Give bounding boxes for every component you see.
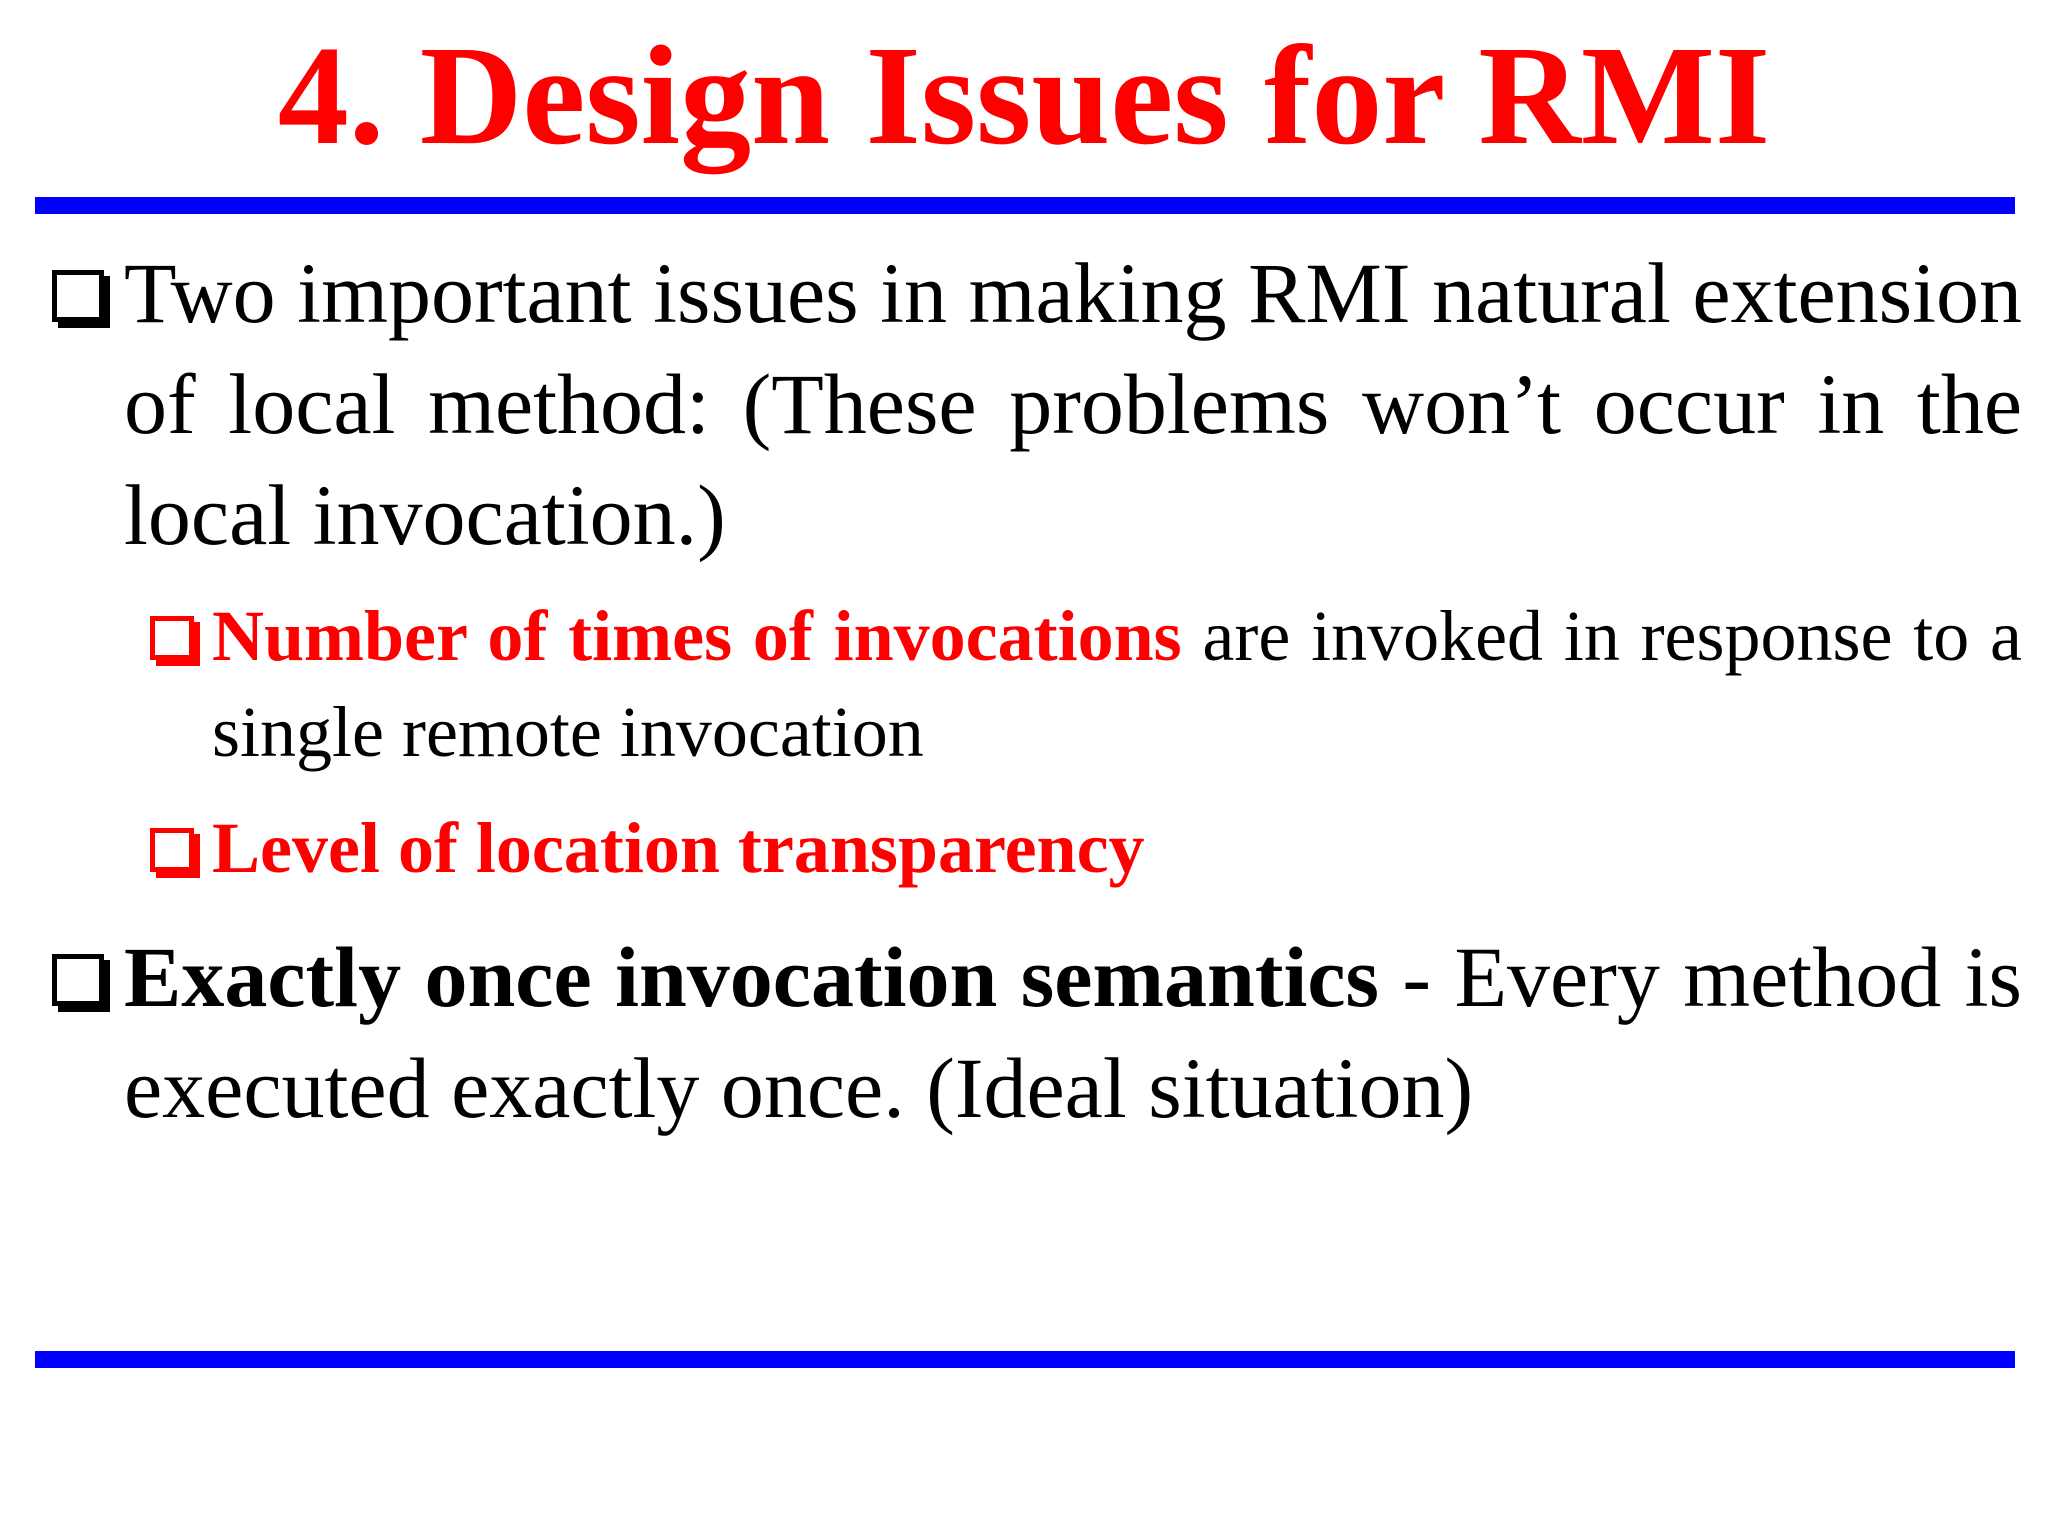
bullet-text: are invoked in response to a single remo… — [212, 596, 2023, 772]
hollow-square-bullet-icon — [150, 616, 200, 666]
bullet-exactly-once-semantics: Exactly once invocation semantics - Ever… — [52, 922, 2022, 1144]
bullet-highlight: Number of times of invocations — [212, 596, 1182, 676]
hollow-square-bullet-icon — [52, 954, 110, 1012]
sub-bullet-number-of-invocations: Number of times of invocations are invok… — [150, 588, 2022, 780]
bullet-two-important-issues: Two important issues in making RMI natur… — [52, 238, 2022, 571]
bottom-divider-rule — [35, 1351, 2015, 1368]
bullet-text: - Every method is executed exactly once.… — [124, 929, 2022, 1136]
bullet-text: Two important issues in making RMI natur… — [124, 245, 2022, 563]
sub-bullet-location-transparency: Level of location transparency — [150, 800, 2022, 896]
bullet-highlight: Exactly once invocation semantics — [124, 929, 1380, 1025]
top-divider-rule — [35, 197, 2015, 214]
hollow-square-bullet-icon — [150, 828, 200, 878]
slide-title: 4. Design Issues for RMI — [277, 16, 1771, 174]
hollow-square-bullet-icon — [52, 270, 110, 328]
bullet-highlight: Level of location transparency — [212, 808, 1145, 888]
